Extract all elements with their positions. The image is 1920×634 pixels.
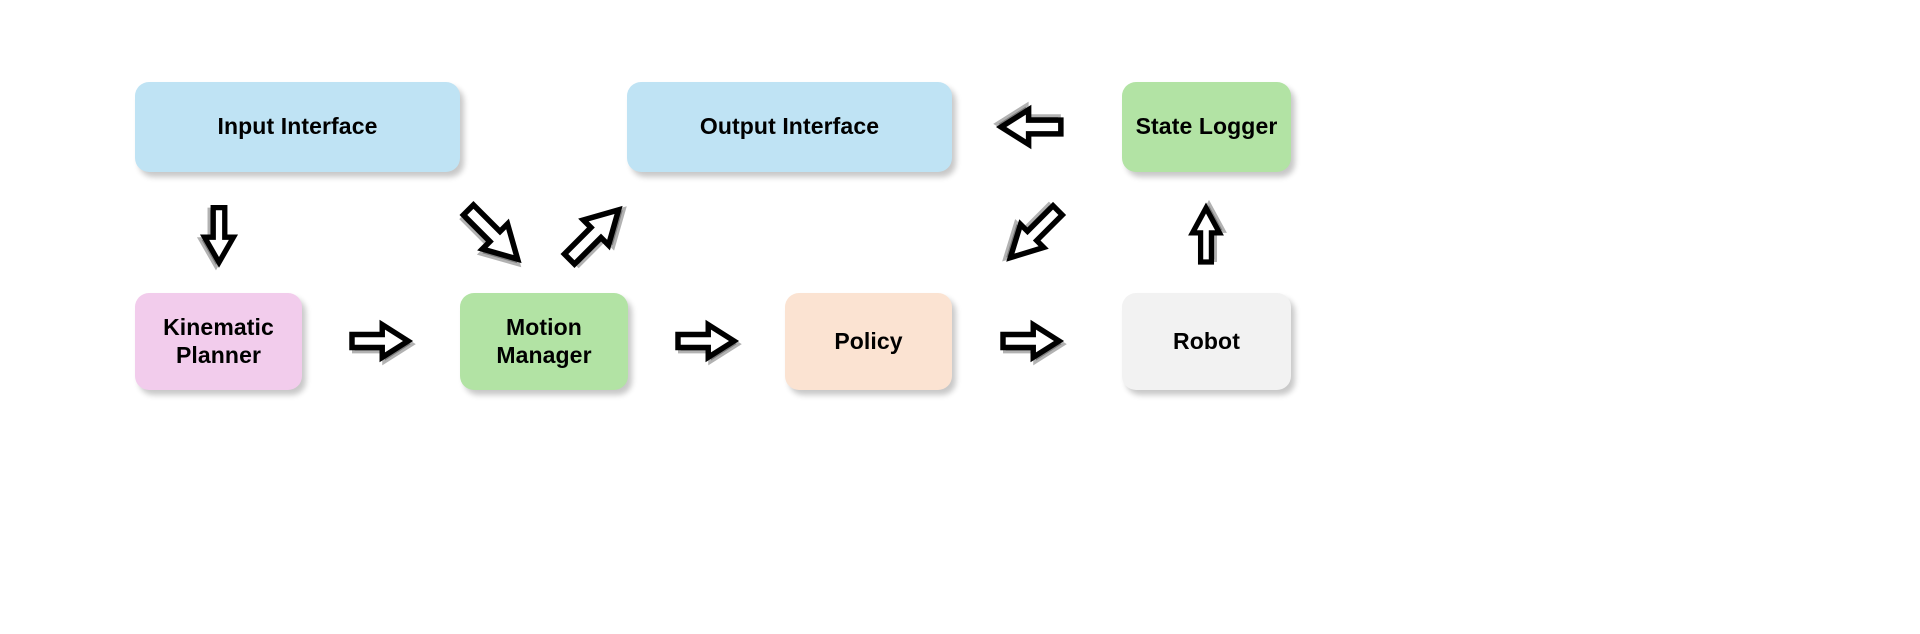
arrow-shadow: [352, 322, 416, 366]
arrow-glyph-down-right: [459, 200, 522, 263]
arrow-glyph-right: [675, 319, 740, 363]
arrow-state-logger-to-output-interface: [993, 101, 1069, 150]
arrow-shadow: [993, 101, 1061, 147]
arrow-motion-manager-to-policy: [670, 319, 742, 366]
arrow-glyph-left: [995, 104, 1064, 150]
node-label-motion-manager: Motion Manager: [496, 314, 592, 368]
arrow-glyph-down-left: [1006, 201, 1067, 262]
arrow-robot-to-state-logger: [1188, 199, 1227, 271]
arrow-glyph-up-right: [560, 205, 623, 268]
arrow-glyph-up: [1188, 202, 1224, 265]
arrow-shadow: [678, 322, 742, 366]
arrow-shadow: [1002, 201, 1062, 262]
node-output-interface[interactable]: Output Interface: [627, 82, 952, 172]
node-input-interface[interactable]: Input Interface: [135, 82, 460, 172]
arrow-output-interface-to-policy: [989, 189, 1080, 280]
arrow-input-interface-to-kinematic-planner: [196, 199, 239, 271]
arrow-motion-manager-to-output-interface: [547, 187, 641, 281]
node-policy[interactable]: Policy: [785, 293, 952, 390]
node-kinematic-planner[interactable]: Kinematic Planner: [135, 293, 302, 390]
arrow-shadow: [459, 204, 522, 267]
node-robot[interactable]: Robot: [1122, 293, 1291, 390]
node-state-logger[interactable]: State Logger: [1122, 82, 1291, 172]
node-label-policy: Policy: [834, 327, 903, 354]
node-label-robot: Robot: [1173, 327, 1240, 354]
arrow-shadow: [196, 207, 235, 271]
arrow-input-interface-to-motion-manager: [446, 187, 540, 281]
arrow-shadow: [1191, 199, 1227, 262]
arrow-glyph-right: [349, 319, 414, 363]
node-label-state-logger: State Logger: [1135, 113, 1278, 140]
node-label-output-interface: Output Interface: [699, 113, 880, 140]
arrow-glyph-right: [1000, 319, 1065, 363]
node-label-input-interface: Input Interface: [217, 113, 378, 140]
arrow-shadow: [1003, 322, 1067, 366]
node-label-kinematic-planner: Kinematic Planner: [163, 314, 274, 368]
arrow-kinematic-planner-to-motion-manager: [344, 319, 416, 366]
arrow-shadow: [564, 205, 627, 268]
node-motion-manager[interactable]: Motion Manager: [460, 293, 628, 390]
arrow-glyph-down: [199, 204, 239, 268]
arrow-policy-to-robot: [995, 319, 1067, 366]
